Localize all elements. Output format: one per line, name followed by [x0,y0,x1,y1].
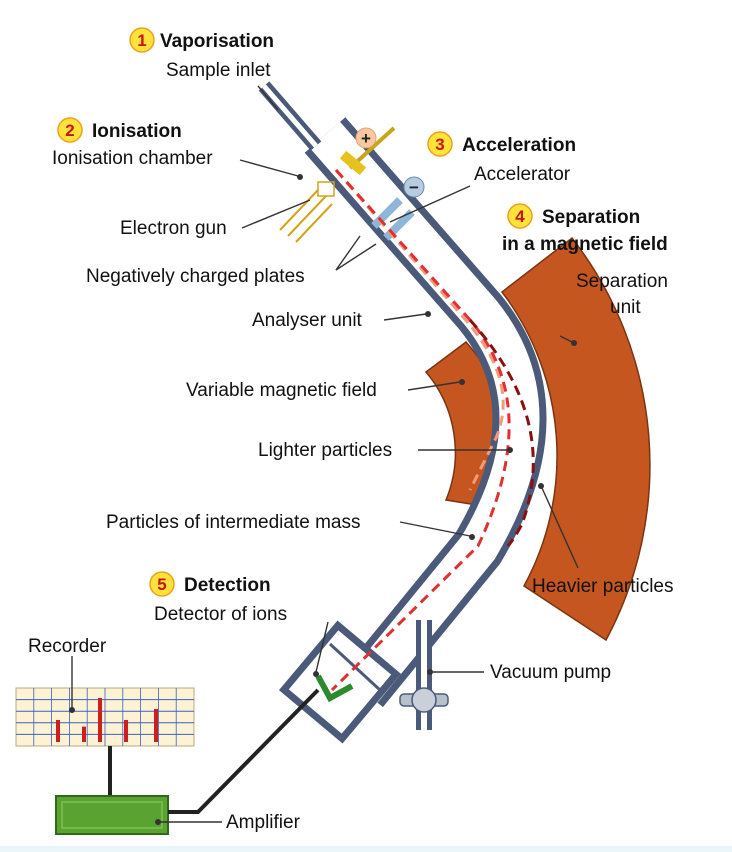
step-4: 4 Separation in a magnetic field Separat… [502,203,668,318]
step-5: 5 Detection Detector of ions [149,571,287,625]
svg-text:−: − [409,178,419,197]
svg-text:5: 5 [157,575,166,594]
variable-field-label: Variable magnetic field [186,380,377,401]
separation-unit-label-line2: unit [610,297,641,318]
svg-text:1: 1 [137,31,146,50]
lighter-particle-path [334,169,505,491]
step-2-title: Ionisation [92,121,182,142]
analyser-tube [304,117,547,708]
recorder-peak [124,720,128,742]
step-3: 3 Acceleration Accelerator [427,131,576,185]
step-3-title: Acceleration [462,135,576,156]
recorder-label: Recorder [28,636,107,657]
recorder [15,687,195,747]
svg-text:2: 2 [65,121,74,140]
bottom-strip [0,846,732,852]
svg-text:+: + [361,129,371,148]
step-1: 1 Vaporisation Sample inlet [129,27,274,81]
step-1-title: Vaporisation [160,31,274,52]
separation-unit-label: Separation [576,271,668,292]
positive-sign: + [355,127,377,149]
analyser-unit-label: Analyser unit [252,310,363,331]
svg-text:4: 4 [515,207,525,226]
recorder-peak [82,726,86,742]
intermediate-mass-label: Particles of intermediate mass [106,512,361,533]
lighter-particles-label: Lighter particles [258,440,392,461]
step-5-title: Detection [184,575,271,596]
vacuum-pump [399,620,449,730]
positive-electrode [339,126,396,176]
electron-gun-label: Electron gun [120,218,227,239]
intermediate-particle-path [330,169,511,692]
detector-label: Detector of ions [154,604,287,625]
sample-inlet-label: Sample inlet [166,60,271,81]
step-4-title-line2: in a magnetic field [502,234,668,255]
electron-gun [279,181,335,243]
recorder-peaks [56,698,158,742]
heavier-particle-path [468,318,535,547]
recorder-peak [98,698,102,742]
recorder-peak [154,709,158,742]
step-4-title: Separation [542,207,640,228]
detector-cable [168,688,320,814]
ionisation-chamber-label: Ionisation chamber [52,148,213,169]
accelerator-label: Accelerator [474,164,571,185]
recorder-peak [56,720,60,742]
separation-unit-magnet [500,236,651,642]
negative-plates-label: Negatively charged plates [86,266,305,287]
heavier-particles-label: Heavier particles [532,576,674,597]
negative-sign: − [403,176,425,198]
sample-inlet-pipe [258,81,322,151]
step-2: 2 Ionisation Ionisation chamber [52,117,213,169]
amplifier-label: Amplifier [226,812,301,833]
vacuum-pump-label: Vacuum pump [490,662,611,683]
svg-text:3: 3 [435,135,444,154]
